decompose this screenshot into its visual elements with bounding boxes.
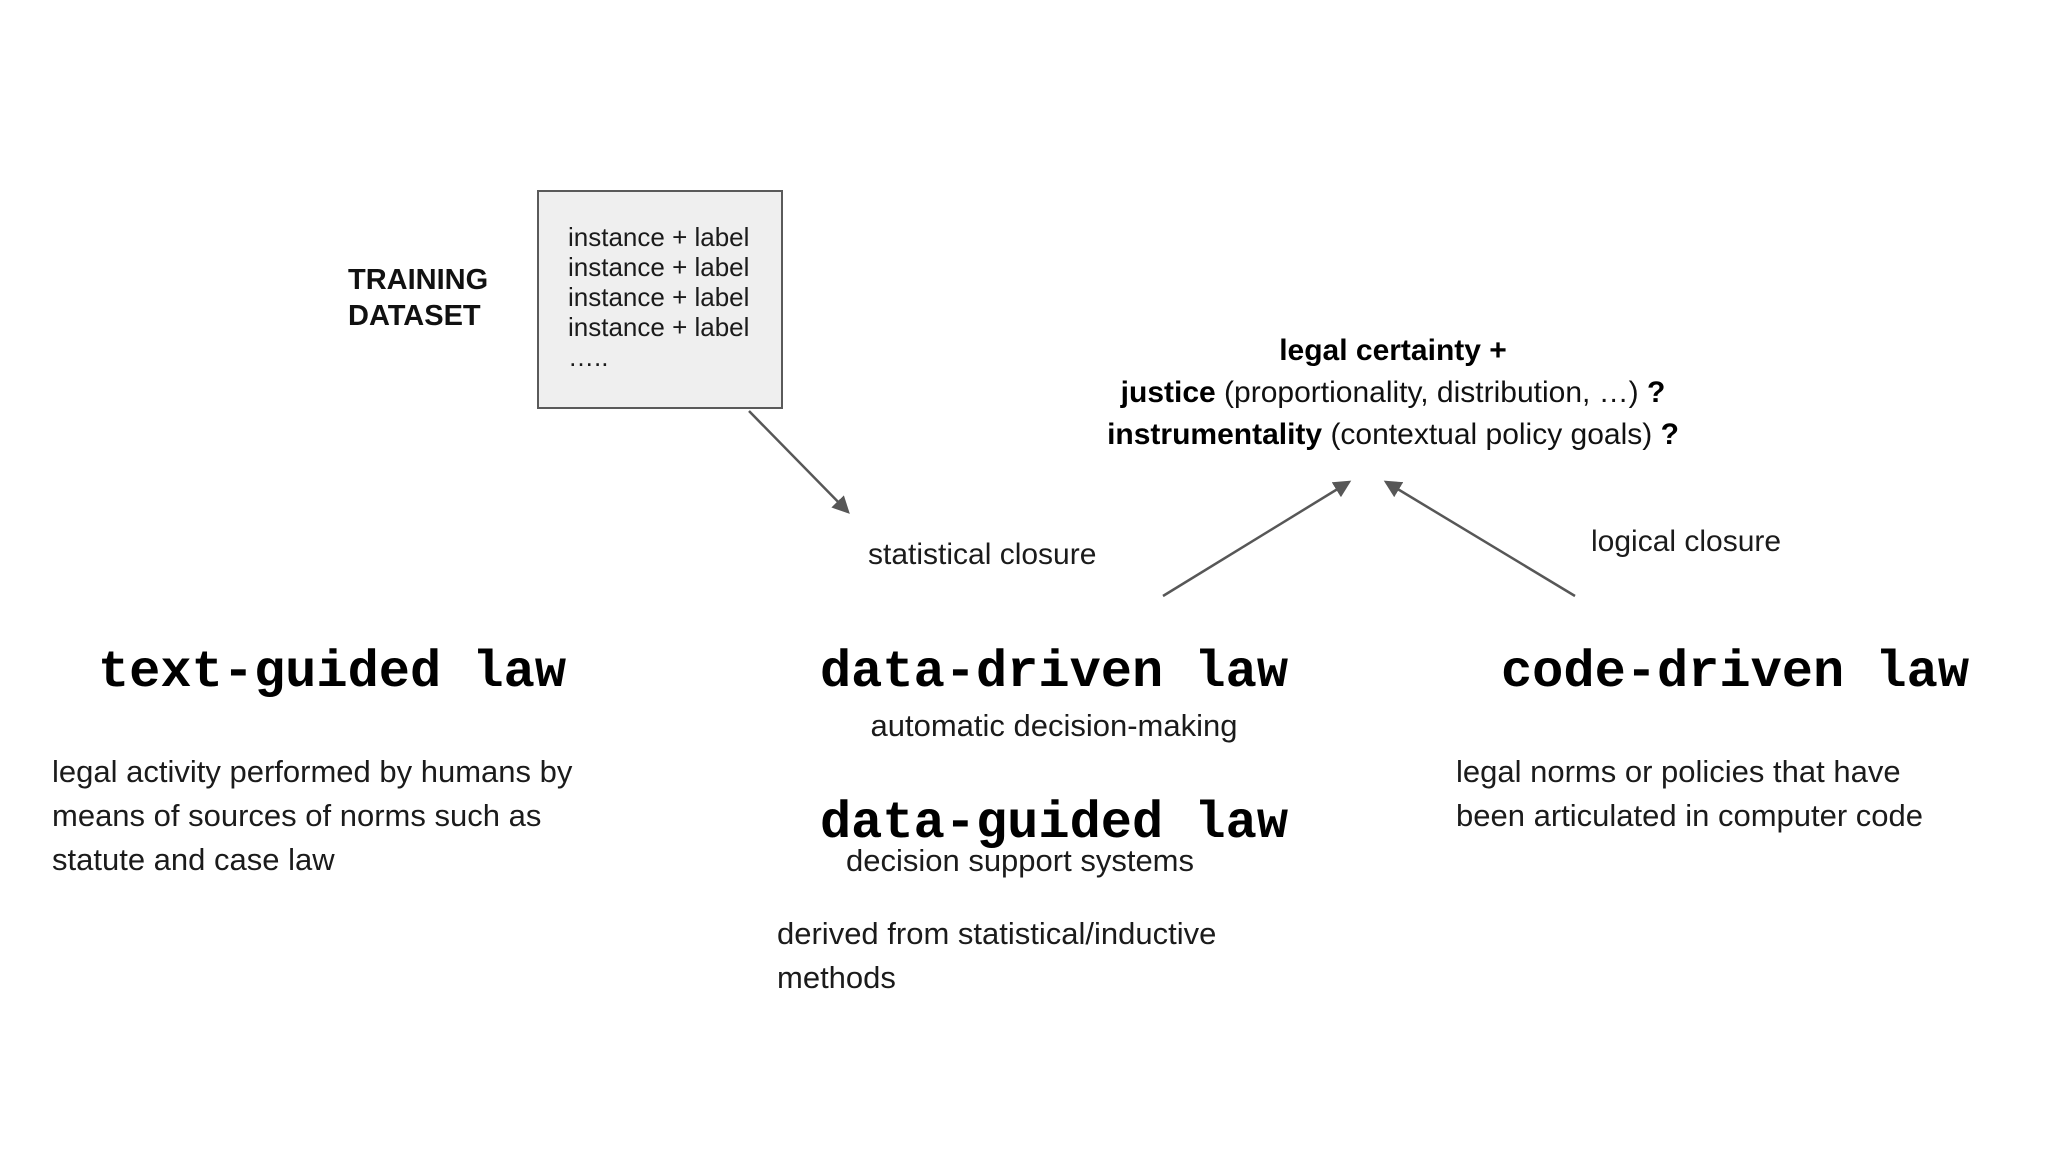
data-guided-law-title: data-guided law: [819, 794, 1289, 853]
goals-line-3: instrumentality (contextual policy goals…: [1043, 414, 1743, 456]
note-line: methods: [777, 960, 896, 995]
goals-question-mark: ?: [1660, 418, 1679, 451]
description-line: means of sources of norms such as: [52, 798, 542, 833]
statistical-closure-label: statistical closure: [868, 538, 1097, 571]
goals-justice-detail: (proportionality, distribution, …): [1215, 376, 1647, 409]
goals-line-2: justice (proportionality, distribution, …: [1043, 372, 1743, 414]
dataset-row: instance + label: [568, 282, 750, 312]
goals-block: legal certainty + justice (proportionali…: [1043, 330, 1743, 456]
data-guided-subtitle: decision support systems: [845, 843, 1195, 878]
data-guided-note: derived from statistical/inductive metho…: [777, 912, 1337, 1000]
dataset-row: instance + label: [568, 222, 750, 252]
logical-closure-label: logical closure: [1591, 525, 1782, 558]
training-dataset-label: TRAINING DATASET: [348, 262, 518, 334]
data-driven-subtitle: automatic decision-making: [870, 708, 1238, 743]
description-line: been articulated in computer code: [1456, 798, 1924, 833]
goals-instrumentality: instrumentality: [1107, 418, 1323, 451]
code-driven-description: legal norms or policies that have been a…: [1456, 750, 2036, 838]
goals-instrumentality-detail: (contextual policy goals): [1322, 418, 1661, 451]
training-label-line2: DATASET: [348, 300, 481, 332]
text-guided-law-title: text-guided law: [97, 643, 567, 702]
statistical-closure-arrow-icon: [1162, 480, 1352, 598]
description-line: legal activity performed by humans by: [52, 754, 573, 789]
logical-closure-arrow-icon: [1383, 480, 1576, 598]
training-label-line1: TRAINING: [348, 264, 489, 296]
dataset-to-statistical-arrow-icon: [748, 410, 850, 514]
training-dataset-box: instance + label instance + label instan…: [537, 190, 783, 409]
goals-question-mark: ?: [1647, 376, 1666, 409]
goals-justice: justice: [1120, 376, 1216, 409]
note-line: derived from statistical/inductive: [777, 916, 1217, 951]
code-driven-law-title: code-driven law: [1500, 643, 1970, 702]
goals-line-1: legal certainty +: [1043, 330, 1743, 372]
description-line: legal norms or policies that have: [1456, 754, 1901, 789]
dataset-row-ellipsis: …..: [568, 342, 609, 372]
data-driven-law-title: data-driven law: [819, 643, 1289, 702]
dataset-row: instance + label: [568, 252, 750, 282]
goals-legal-certainty: legal certainty +: [1279, 334, 1507, 367]
text-guided-description: legal activity performed by humans by me…: [52, 750, 712, 882]
description-line: statute and case law: [52, 842, 335, 877]
dataset-row: instance + label: [568, 312, 750, 342]
